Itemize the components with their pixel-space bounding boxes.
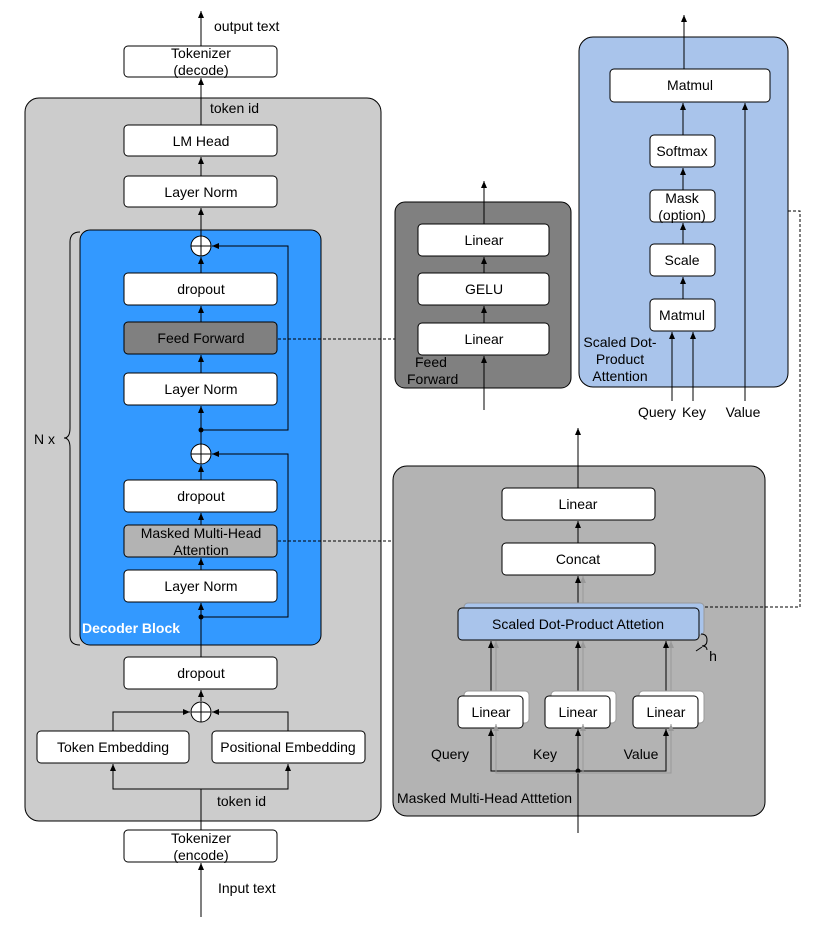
dropout-embedding-label: dropout bbox=[177, 665, 225, 681]
tokenizer-decode-line2: (decode) bbox=[173, 62, 228, 78]
layer-norm-ff-label: Layer Norm bbox=[164, 381, 237, 397]
sdpa-panel-label-line2: Product bbox=[596, 351, 644, 367]
tokenizer-decode-box bbox=[123, 45, 278, 78]
tokenizer-decode-line1: Tokenizer bbox=[171, 45, 231, 61]
sdpa-query-label: Query bbox=[638, 404, 676, 420]
input-text-label: Input text bbox=[218, 880, 276, 896]
ffn-linear-top-label: Linear bbox=[465, 232, 504, 248]
n-x-label: N x bbox=[34, 431, 55, 447]
sdpa-detail-connector bbox=[705, 210, 801, 608]
masked-mha-line1: Masked Multi-Head bbox=[141, 525, 262, 541]
sdpa-matmul-bottom-box bbox=[649, 298, 716, 332]
sdpa-scale-label: Scale bbox=[664, 252, 699, 268]
mha-linear-value-label: Linear bbox=[647, 704, 686, 720]
dropout-ff-label: dropout bbox=[177, 281, 225, 297]
token-embedding-box bbox=[36, 730, 190, 764]
sdpa-matmul-bottom-label: Matmul bbox=[659, 307, 705, 323]
ffn-gelu-label: GELU bbox=[465, 281, 503, 297]
tokenizer-encode-box bbox=[123, 829, 278, 863]
mha-concat-label: Concat bbox=[556, 551, 600, 567]
mha-linear-out-box bbox=[501, 487, 656, 521]
mha-linear-out-label: Linear bbox=[559, 496, 598, 512]
final-layer-norm-label: Layer Norm bbox=[164, 184, 237, 200]
heads-brace-icon bbox=[695, 633, 708, 652]
repeat-brace-icon bbox=[63, 231, 81, 646]
dropout-attn-box bbox=[123, 479, 278, 513]
mha-linear-query-box bbox=[457, 695, 524, 729]
mha-key-label: Key bbox=[533, 746, 557, 762]
dropout-embedding-box bbox=[123, 656, 278, 690]
lm-head-box bbox=[123, 124, 278, 157]
mha-h-label: h bbox=[709, 648, 717, 664]
mha-sdpa-box bbox=[457, 607, 700, 641]
token-id-bottom-label: token id bbox=[217, 793, 266, 809]
sdpa-matmul-top-box bbox=[609, 68, 771, 103]
decoder-block-label: Decoder Block bbox=[82, 620, 180, 636]
tokenizer-encode-line2: (encode) bbox=[173, 847, 228, 863]
sdpa-mask-box bbox=[649, 189, 716, 223]
sdpa-value-label: Value bbox=[726, 404, 761, 420]
sdpa-panel-label-line3: Attention bbox=[592, 368, 647, 384]
sdpa-softmax-label: Softmax bbox=[656, 143, 707, 159]
sdpa-panel-label-line1: Scaled Dot- bbox=[583, 334, 656, 350]
ffn-panel-label-line2: Forward bbox=[407, 371, 458, 387]
dropout-attn-label: dropout bbox=[177, 488, 225, 504]
layer-norm-attn-label: Layer Norm bbox=[164, 578, 237, 594]
positional-embedding-box bbox=[211, 730, 366, 764]
sdpa-scale-box bbox=[649, 243, 716, 277]
feed-forward-box bbox=[123, 321, 278, 355]
mha-panel-label: Masked Multi-Head Atttetion bbox=[397, 790, 572, 806]
sdpa-matmul-top-label: Matmul bbox=[667, 77, 713, 93]
mha-linear-key-label: Linear bbox=[559, 704, 598, 720]
masked-mha-box bbox=[123, 524, 278, 558]
token-id-top-label: token id bbox=[210, 100, 259, 116]
mha-linear-key-box bbox=[544, 695, 611, 729]
lm-head-label: LM Head bbox=[173, 133, 230, 149]
layer-norm-ff-box bbox=[123, 372, 278, 406]
token-embedding-label: Token Embedding bbox=[57, 739, 169, 755]
sdpa-mask-line2: (option) bbox=[658, 207, 705, 223]
final-layer-norm-box bbox=[123, 175, 278, 208]
dropout-ff-box bbox=[123, 272, 278, 306]
mha-linear-value-box bbox=[632, 695, 699, 729]
ffn-panel-label-line1: Feed bbox=[415, 354, 447, 370]
mha-value-label: Value bbox=[624, 746, 659, 762]
layer-norm-attn-box bbox=[123, 569, 278, 603]
mha-concat-box bbox=[501, 542, 656, 576]
mha-linear-query-label: Linear bbox=[472, 704, 511, 720]
masked-mha-line2: Attention bbox=[173, 542, 228, 558]
sdpa-softmax-box bbox=[649, 134, 716, 168]
output-text-label: output text bbox=[214, 18, 279, 34]
sdpa-mask-line1: Mask bbox=[665, 190, 699, 206]
sdpa-key-label: Key bbox=[682, 404, 706, 420]
mha-sdpa-label: Scaled Dot-Product Attetion bbox=[492, 616, 664, 632]
ffn-linear-bottom-label: Linear bbox=[465, 331, 504, 347]
positional-embedding-label: Positional Embedding bbox=[220, 739, 355, 755]
tokenizer-encode-line1: Tokenizer bbox=[171, 830, 231, 846]
mha-query-label: Query bbox=[431, 746, 469, 762]
feed-forward-label: Feed Forward bbox=[157, 330, 244, 346]
